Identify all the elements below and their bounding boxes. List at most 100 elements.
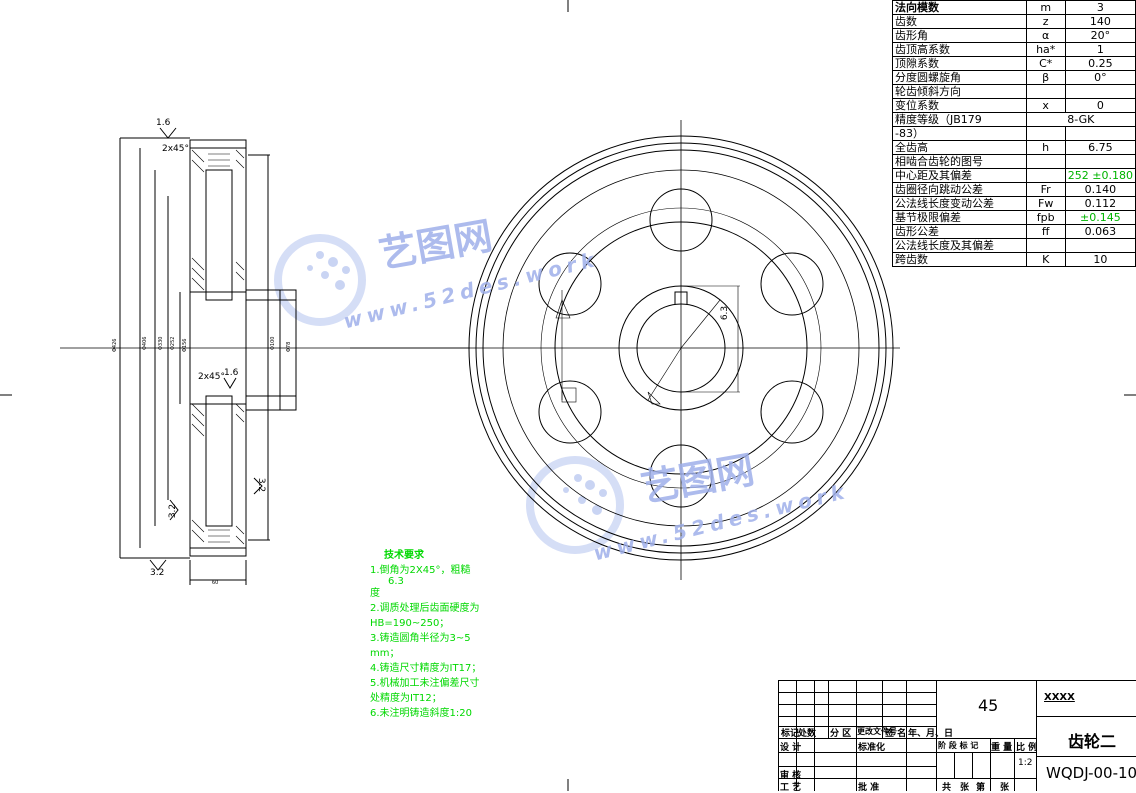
param-value: 0.140	[1064, 182, 1136, 197]
tech-item: 2.调质处理后齿面硬度为	[370, 603, 480, 614]
param-name: 齿圈径向跳动公差	[892, 182, 1027, 197]
param-symbol: ff	[1025, 224, 1066, 239]
technical-requirements: 技术要求 1.倒角为2X45°，粗糙 6.3 度 2.调质处理后齿面硬度为 HB…	[370, 548, 520, 721]
param-value: 1	[1064, 42, 1136, 57]
tb-sheet-label-2: 张	[1000, 783, 1010, 793]
param-value	[1064, 238, 1136, 253]
tb-part-name: 齿轮二	[1068, 732, 1117, 751]
param-row: 公法线长度及其偏差	[892, 238, 1136, 253]
param-name: 齿数	[892, 14, 1027, 29]
param-symbol: C*	[1025, 56, 1066, 71]
tb-material: 45	[978, 696, 999, 715]
param-symbol: m	[1025, 0, 1066, 15]
tb-total-label: 共	[942, 783, 952, 793]
roughness-label-right: 3.2	[256, 477, 267, 493]
section-view	[60, 137, 470, 585]
svg-text:Φ156: Φ156	[182, 339, 188, 352]
param-name: 齿形角	[892, 28, 1027, 43]
keyway-dimension-label: 6.3	[720, 305, 731, 321]
tech-item: 6.未注明铸造斜度1:20	[370, 708, 472, 719]
param-name: 法向模数	[892, 0, 1027, 15]
title-block: 标记 处数 分 区 更改文件号 签 名 年、月、日 设 计 标准化 审 核 工 …	[778, 680, 1136, 793]
param-name: 分度圆螺旋角	[892, 70, 1027, 85]
param-value: 252 ±0.180	[1064, 168, 1136, 183]
param-symbol	[1025, 168, 1066, 183]
param-symbol: z	[1025, 14, 1066, 29]
roughness-label-mid: 1.6	[224, 368, 239, 378]
param-value: 0	[1064, 98, 1136, 113]
svg-text:Φ100: Φ100	[270, 337, 276, 350]
tb-weight-label: 重 量	[991, 743, 1013, 753]
param-symbol: fpb	[1025, 210, 1066, 225]
param-value: 0.063	[1064, 224, 1136, 239]
roughness-marks	[149, 127, 263, 571]
param-value: 6.75	[1064, 140, 1136, 155]
param-value: 3	[1064, 0, 1136, 15]
param-name: 公法线长度及其偏差	[892, 238, 1027, 253]
param-symbol: β	[1025, 70, 1066, 85]
section-hatching	[191, 149, 245, 545]
param-value: 10	[1064, 252, 1136, 267]
param-value	[1064, 84, 1136, 99]
param-value: 0.112	[1064, 196, 1136, 211]
param-value: 0.25	[1064, 56, 1136, 71]
svg-text:Φ78: Φ78	[286, 342, 292, 352]
param-name: 顶隙系数	[892, 56, 1027, 71]
watermark-logo-1	[274, 234, 366, 326]
param-symbol: Fr	[1025, 182, 1066, 197]
param-name: 全齿高	[892, 140, 1027, 155]
param-symbol: x	[1025, 98, 1066, 113]
svg-text:Φ252: Φ252	[170, 337, 176, 350]
chamfer-label-mid: 2x45°	[198, 372, 226, 382]
param-value	[1064, 126, 1136, 141]
param-row: 中心距及其偏差 252 ±0.180	[892, 168, 1136, 183]
param-symbol	[1025, 154, 1066, 169]
tech-item: 5.机械加工未注偏差尺寸	[370, 678, 480, 689]
tech-item: mm；	[370, 648, 400, 659]
param-value: 20°	[1064, 28, 1136, 43]
param-value: 140	[1064, 14, 1136, 29]
tb-process-label: 工 艺	[780, 783, 802, 793]
param-name: 跨齿数	[892, 252, 1027, 267]
tech-title: 技术要求	[384, 550, 424, 561]
param-name: 齿形公差	[892, 224, 1027, 239]
param-symbol: K	[1025, 252, 1066, 267]
front-view	[350, 120, 900, 580]
roughness-label-top: 1.6	[156, 118, 171, 128]
param-merged-value: 8-GK	[1025, 112, 1136, 127]
tech-item: 1.倒角为2X45°，粗糙	[370, 565, 471, 576]
tb-approve-label: 批 准	[858, 783, 880, 793]
tech-item: 4.铸造尺寸精度为IT17；	[370, 663, 482, 674]
svg-text:60: 60	[212, 580, 218, 586]
tb-header-zone: 分 区	[830, 729, 852, 739]
tb-design-label: 设 计	[780, 743, 802, 753]
param-name: 轮齿倾斜方向	[892, 84, 1027, 99]
param-value: 0°	[1064, 70, 1136, 85]
param-row: 相啮合齿轮的图号	[892, 154, 1136, 169]
tb-scale-label: 比 例	[1016, 743, 1038, 753]
chamfer-label-top: 2x45°	[162, 144, 190, 154]
tb-header-mark: 标记	[781, 729, 800, 739]
tech-item: 处精度为IT12；	[370, 693, 442, 704]
param-name: 中心距及其偏差	[892, 168, 1027, 183]
tech-item: 3.铸造圆角半径为3~5	[370, 633, 471, 644]
roughness-label-bottom: 3.2	[150, 568, 165, 578]
param-row: -83）	[892, 126, 1136, 141]
svg-text:Φ426: Φ426	[112, 339, 118, 352]
param-symbol	[1025, 238, 1066, 253]
tech-item: 6.3	[388, 576, 404, 587]
roughness-label-left: 3.2	[168, 503, 179, 519]
svg-text:Φ330: Φ330	[158, 337, 164, 350]
param-value: ±0.145	[1064, 210, 1136, 225]
